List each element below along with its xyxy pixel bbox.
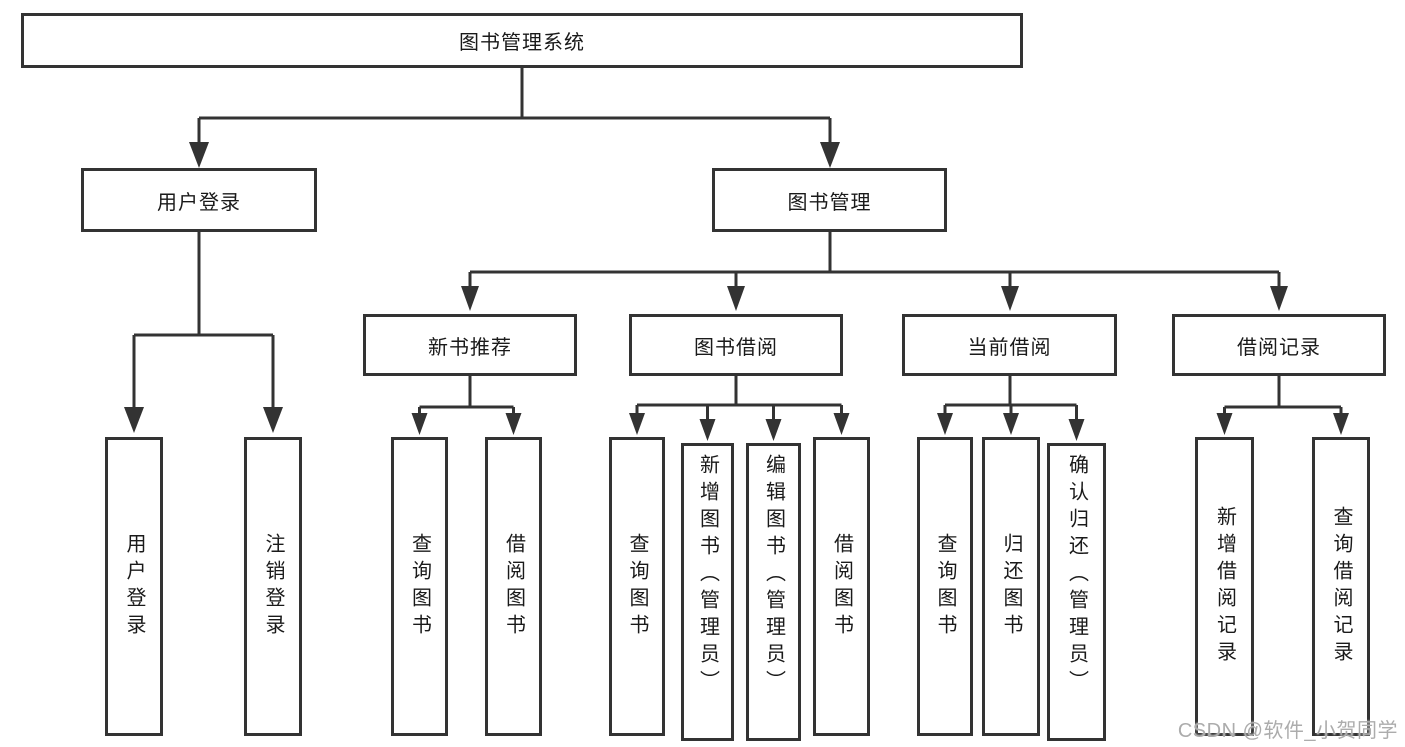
node-new-book-recommendation: 新书推荐 bbox=[363, 314, 577, 376]
node-confirm-return-admin: 确认归还（管理员） bbox=[1047, 443, 1106, 741]
node-query-borrow-record-label: 查询借阅记录 bbox=[1330, 505, 1352, 668]
node-current-borrowing: 当前借阅 bbox=[902, 314, 1117, 376]
node-return-book: 归还图书 bbox=[982, 437, 1040, 736]
node-login: 用户登录 bbox=[105, 437, 163, 736]
node-book-borrowing: 图书借阅 bbox=[629, 314, 843, 376]
node-login-label: 用户登录 bbox=[123, 532, 145, 641]
node-query-borrow-record: 查询借阅记录 bbox=[1312, 437, 1370, 736]
node-query-books-2-label: 查询图书 bbox=[626, 532, 648, 641]
node-logout-label: 注销登录 bbox=[262, 532, 284, 641]
node-query-books-1-label: 查询图书 bbox=[408, 532, 431, 641]
node-add-book-admin-label: 新增图书（管理员） bbox=[696, 454, 719, 697]
node-user-login-label: 用户登录 bbox=[157, 191, 241, 214]
node-book-management: 图书管理 bbox=[712, 168, 947, 232]
node-book-management-label: 图书管理 bbox=[787, 191, 872, 214]
node-add-book-admin: 新增图书（管理员） bbox=[681, 443, 734, 741]
node-book-borrowing-label: 图书借阅 bbox=[694, 336, 778, 359]
csdn-watermark: CSDN @软件_小贺同学 bbox=[1177, 720, 1398, 742]
node-borrow-books-2-label: 借阅图书 bbox=[830, 532, 853, 641]
node-query-books-2: 查询图书 bbox=[609, 437, 665, 736]
node-borrowing-records: 借阅记录 bbox=[1172, 314, 1386, 376]
node-logout: 注销登录 bbox=[244, 437, 302, 736]
node-edit-book-admin: 编辑图书（管理员） bbox=[746, 443, 801, 741]
node-borrow-books-1: 借阅图书 bbox=[485, 437, 542, 736]
node-current-borrowing-label: 当前借阅 bbox=[967, 336, 1052, 359]
node-query-books-1: 查询图书 bbox=[391, 437, 448, 736]
node-add-borrow-record: 新增借阅记录 bbox=[1195, 437, 1254, 736]
node-user-login: 用户登录 bbox=[81, 168, 317, 232]
node-borrow-books-2: 借阅图书 bbox=[813, 437, 870, 736]
node-query-books-3: 查询图书 bbox=[917, 437, 973, 736]
node-query-books-3-label: 查询图书 bbox=[934, 532, 956, 641]
node-root-label: 图书管理系统 bbox=[459, 32, 585, 54]
node-add-borrow-record-label: 新增借阅记录 bbox=[1213, 505, 1236, 668]
node-return-book-label: 归还图书 bbox=[1000, 532, 1022, 641]
node-borrow-books-1-label: 借阅图书 bbox=[502, 532, 525, 641]
node-borrowing-records-label: 借阅记录 bbox=[1237, 336, 1321, 359]
node-edit-book-admin-label: 编辑图书（管理员） bbox=[762, 454, 785, 697]
node-new-book-recommendation-label: 新书推荐 bbox=[428, 336, 512, 359]
node-root: 图书管理系统 bbox=[21, 13, 1023, 68]
node-confirm-return-admin-label: 确认归还（管理员） bbox=[1065, 454, 1088, 697]
